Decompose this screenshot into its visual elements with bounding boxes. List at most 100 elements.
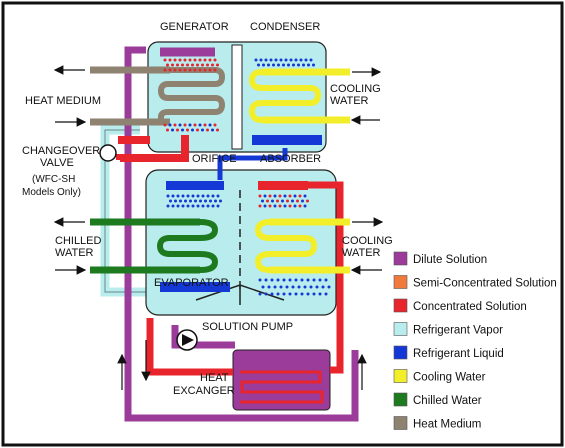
legend-swatch [393, 322, 408, 336]
droplet [307, 63, 310, 67]
droplet [288, 278, 292, 282]
droplet [178, 58, 182, 62]
droplet [273, 194, 277, 198]
label-cooling-water-top-2: WATER [330, 95, 369, 107]
legend-label: Concentrated Solution [413, 301, 527, 313]
droplet [186, 194, 190, 198]
droplet [168, 68, 172, 72]
heat-exchanger-coil [240, 370, 324, 404]
droplet [181, 204, 185, 208]
pump-suction-line [171, 325, 235, 349]
label-chilled-water: WATER [55, 247, 94, 259]
label-cooling-water-bottom-1: COOLING [342, 235, 393, 247]
droplet [300, 292, 304, 296]
droplet [191, 194, 195, 198]
droplet [196, 128, 199, 132]
droplet [184, 199, 187, 203]
droplet [273, 285, 277, 289]
droplet [206, 194, 210, 198]
droplet [191, 204, 195, 208]
droplet [168, 123, 172, 127]
dilute-solution-line [124, 46, 359, 422]
legend-swatch [393, 251, 408, 266]
droplet [279, 285, 283, 289]
label-condenser: CONDENSER [250, 21, 320, 33]
refrigerant-pool [160, 282, 230, 292]
droplet [282, 63, 285, 67]
droplet [216, 194, 220, 198]
droplet [183, 68, 187, 72]
droplet [201, 204, 205, 208]
droplet [306, 292, 310, 296]
droplet [196, 194, 200, 198]
droplet [201, 63, 204, 67]
droplet [196, 204, 200, 208]
droplet [301, 199, 304, 203]
droplet [303, 285, 307, 289]
droplet [288, 292, 292, 296]
droplet [291, 285, 295, 289]
droplet [312, 63, 315, 67]
droplet [312, 292, 316, 296]
droplet [186, 128, 189, 132]
droplet [171, 128, 174, 132]
condensate-pool [252, 135, 322, 145]
droplet [179, 199, 182, 203]
droplet [259, 58, 263, 62]
droplet [178, 123, 182, 127]
droplet [303, 194, 307, 198]
droplet [294, 278, 298, 282]
droplet [302, 63, 305, 67]
droplet [272, 63, 275, 67]
droplet [273, 204, 277, 208]
label-heat-medium: HEAT MEDIUM [25, 95, 101, 107]
spray-droplets [163, 58, 331, 296]
droplet [257, 63, 260, 67]
droplet [258, 292, 262, 296]
droplet [263, 204, 267, 208]
droplet [206, 204, 210, 208]
droplet [285, 285, 289, 289]
label-solution-pump: SOLUTION PUMP [202, 321, 293, 333]
droplet [188, 123, 192, 127]
droplet [262, 63, 265, 67]
droplet [324, 278, 328, 282]
droplet [309, 58, 313, 62]
droplet [211, 194, 215, 198]
droplet [211, 204, 215, 208]
droplet [282, 278, 286, 282]
droplet [169, 199, 172, 203]
droplet [216, 128, 219, 132]
droplet [294, 292, 298, 296]
droplet [204, 199, 207, 203]
droplet [166, 63, 169, 67]
label-heat: HEAT [200, 372, 229, 384]
droplet [276, 292, 280, 296]
droplet [327, 285, 331, 289]
droplet [203, 123, 207, 127]
droplet [213, 58, 217, 62]
droplet [208, 123, 212, 127]
droplet [176, 128, 179, 132]
droplet [261, 285, 265, 289]
droplet [173, 58, 177, 62]
legend-label: Chilled Water [413, 395, 482, 407]
droplet [292, 63, 295, 67]
droplet [291, 199, 294, 203]
evaporator-spray-header [166, 181, 224, 190]
droplet [293, 194, 297, 198]
condenser-coil [248, 69, 322, 123]
droplet [203, 58, 207, 62]
droplet [306, 199, 309, 203]
droplet [198, 68, 202, 72]
droplet [201, 128, 204, 132]
droplet [191, 63, 194, 67]
droplet [171, 63, 174, 67]
droplet [297, 285, 301, 289]
droplet [173, 123, 177, 127]
label-changeover: CHANGEOVER [22, 145, 100, 157]
droplet [276, 278, 280, 282]
droplet [209, 199, 212, 203]
droplet [163, 68, 167, 72]
